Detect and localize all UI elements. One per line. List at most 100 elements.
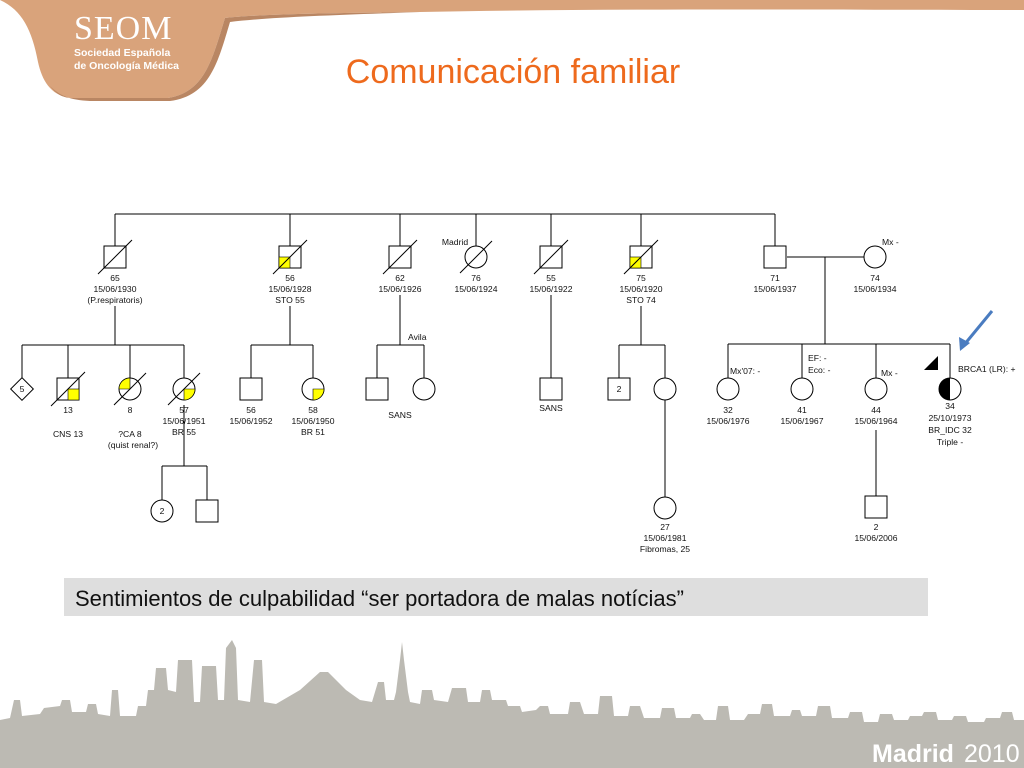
female-symbol <box>790 377 814 401</box>
person-76-date: 15/06/1924 <box>454 284 497 294</box>
person-41-age: 41 <box>797 405 807 415</box>
person-58-age: 58 <box>308 405 318 415</box>
group-2b-count: 2 <box>160 506 165 516</box>
person-32-age: 32 <box>723 405 733 415</box>
male-symbol <box>763 245 787 269</box>
footer-year: 2010 <box>964 740 1020 768</box>
person-56b-date: 15/06/1952 <box>229 416 272 426</box>
female-symbol <box>150 499 174 523</box>
female-symbol <box>863 245 887 269</box>
person-34-note: BR_IDC 32 <box>928 425 972 435</box>
female-symbol <box>653 496 677 520</box>
person-56-note: STO 55 <box>275 295 305 305</box>
group-2a-count: 2 <box>617 384 622 394</box>
person-65-date: 15/06/1930 <box>93 284 136 294</box>
gen1-connectors <box>114 213 864 258</box>
deceased-mark <box>113 372 147 406</box>
person-56-age: 56 <box>285 273 295 283</box>
male-symbol <box>365 377 389 401</box>
person-8-age: 8 <box>128 405 133 415</box>
skyline-graphic <box>0 640 1024 768</box>
affected-quadrant <box>183 388 196 401</box>
male-symbol <box>195 499 219 523</box>
sex-unknown-symbol <box>9 376 35 402</box>
person-76: Madrid 76 15/06/1924 <box>442 237 498 294</box>
sans-label-2: SANS <box>539 403 563 413</box>
person-71-age: 71 <box>770 273 780 283</box>
footer-brand: Madrid 2010 <box>872 740 1020 768</box>
deceased-mark <box>533 239 569 275</box>
person-27-note: Fibromas, 25 <box>640 544 690 554</box>
person-44-note: Mx - <box>881 368 898 378</box>
person-44-age: 44 <box>871 405 881 415</box>
person-34-age: 34 <box>945 401 955 411</box>
person-56-date: 15/06/1928 <box>268 284 311 294</box>
avila-label: Avila <box>408 332 427 342</box>
deceased-mark <box>97 239 133 275</box>
person-65-age: 65 <box>110 273 120 283</box>
person-74-date: 15/06/1934 <box>853 284 896 294</box>
person-avila-daughter <box>412 377 436 401</box>
female-symbol <box>412 377 436 401</box>
footer-city: Madrid <box>872 740 954 768</box>
male-symbol <box>539 377 563 401</box>
person-75-date: 15/06/1920 <box>619 284 662 294</box>
person-65: 65 15/06/1930 (P.respiratoris) <box>87 239 143 305</box>
logo-line1: Sociedad Española <box>74 47 170 59</box>
person-56b: 56 15/06/1952 <box>229 377 273 426</box>
person-58-date: 15/06/1950 <box>291 416 334 426</box>
person-8: 8 ?CA 8 (quist renal?) <box>108 372 158 450</box>
group-5-count: 5 <box>20 384 25 394</box>
person-75-daughter <box>653 377 677 401</box>
male-symbol <box>239 377 263 401</box>
person-32: Mx'07: - 32 15/06/1976 <box>706 366 760 426</box>
person-44: Mx - 44 15/06/1964 <box>854 368 897 426</box>
affected-quadrant <box>939 389 950 400</box>
male-symbol <box>607 377 631 401</box>
person-71: 71 15/06/1937 <box>753 245 797 294</box>
person-2-age: 2 <box>874 522 879 532</box>
person-55: 55 15/06/1922 <box>529 239 573 294</box>
female-symbol <box>864 377 888 401</box>
person-74-note: Mx - <box>882 237 899 247</box>
person-58: 58 15/06/1950 BR 51 <box>291 377 335 437</box>
person-55-date: 15/06/1922 <box>529 284 572 294</box>
person-74: Mx - 74 15/06/1934 <box>853 237 898 294</box>
person-56b-age: 56 <box>246 405 256 415</box>
person-2-date: 15/06/2006 <box>854 533 897 543</box>
person-27: 27 15/06/1981 Fibromas, 25 <box>640 496 690 554</box>
male-symbol <box>864 495 888 519</box>
person-62-date: 15/06/1926 <box>378 284 421 294</box>
person-8-note2: (quist renal?) <box>108 440 158 450</box>
deceased-mark <box>50 371 86 407</box>
person-34-note2: Triple - <box>937 437 964 447</box>
proband-arrow <box>959 310 994 351</box>
note-text: Sentimientos de culpabilidad “ser portad… <box>75 586 684 611</box>
person-34-date: 25/10/1973 <box>928 413 971 423</box>
slide-title: Comunicación familiar <box>346 53 680 91</box>
gen2-connectors <box>21 257 951 378</box>
person-74-age: 74 <box>870 273 880 283</box>
female-symbol <box>716 377 740 401</box>
person-avila-son <box>365 377 389 401</box>
person-44-date: 15/06/1964 <box>854 416 897 426</box>
person-27-date: 15/06/1981 <box>643 533 686 543</box>
person-58-note: BR 51 <box>301 427 325 437</box>
person-34-label: BRCA1 (LR): + <box>958 364 1016 374</box>
person-group-2a: 2 <box>607 377 631 401</box>
header: SEOM Sociedad Española de Oncología Médi… <box>0 0 1024 101</box>
person-13-age: 13 <box>63 405 73 415</box>
proband-marker <box>924 356 938 370</box>
person-75-note: STO 74 <box>626 295 656 305</box>
person-41-note2: Eco: - <box>808 365 831 375</box>
deceased-mark <box>459 240 493 274</box>
note-box: Sentimientos de culpabilidad “ser portad… <box>64 578 928 616</box>
person-55-age: 55 <box>546 273 556 283</box>
person-group-5: 5 <box>9 376 35 402</box>
logo-line2: de Oncología Médica <box>74 60 179 72</box>
header-band <box>0 0 1024 98</box>
person-62: 62 15/06/1926 <box>378 239 422 294</box>
person-32-note: Mx'07: - <box>730 366 760 376</box>
person-2-grandson: 2 15/06/2006 <box>854 495 898 543</box>
person-41: EF: - Eco: - 41 15/06/1967 <box>780 353 830 426</box>
